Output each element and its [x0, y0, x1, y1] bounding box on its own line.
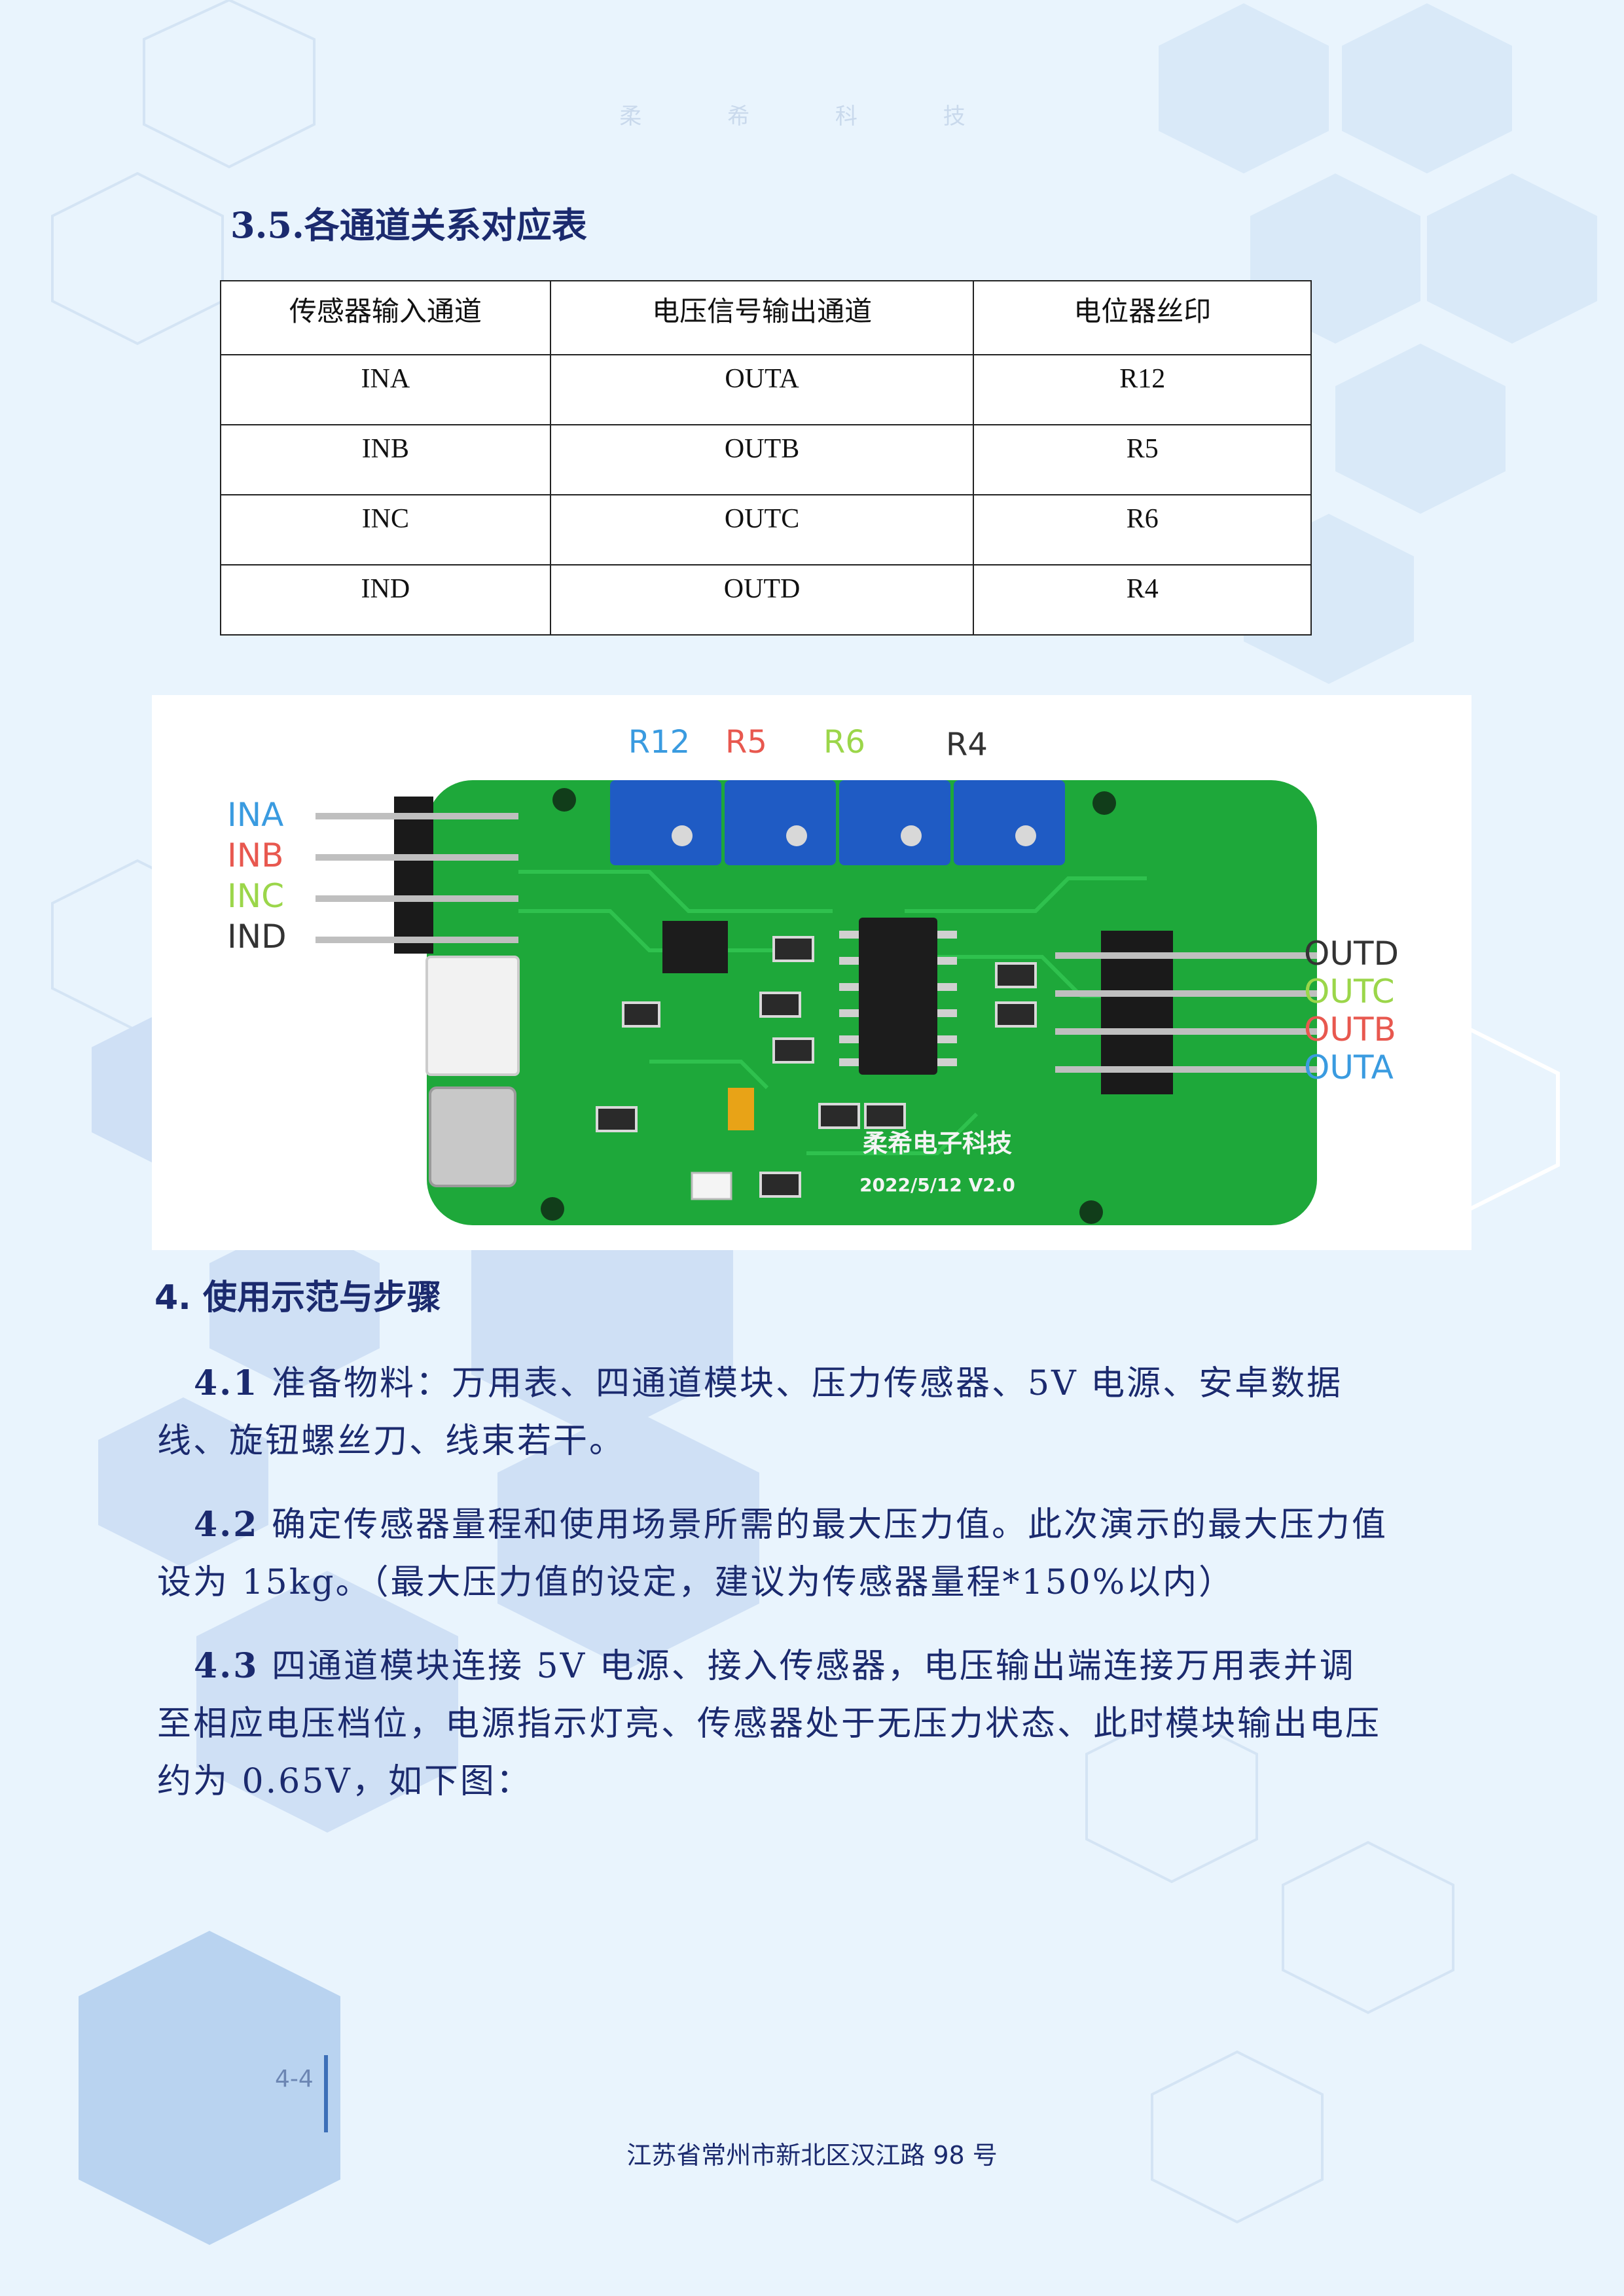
table-row: INA OUTA R12	[220, 354, 1312, 425]
pot-label-r12: R12	[628, 724, 690, 761]
table-row: IND OUTD R4	[220, 564, 1312, 636]
silk-version: 2022/5/12 V2.0	[859, 1174, 1015, 1196]
mounting-hole	[1092, 791, 1116, 815]
pot-label-r6: R6	[823, 724, 865, 761]
pcb-board-illustration: R12 R5 R6 R4 INA INB INC IND	[227, 724, 1399, 1225]
cell-input: INC	[220, 494, 551, 565]
input-label-ind: IND	[227, 918, 287, 956]
mounting-hole	[1079, 1200, 1103, 1224]
pcb-photo: R12 R5 R6 R4 INA INB INC IND	[152, 695, 1471, 1250]
step-number: 4.2	[194, 1505, 259, 1545]
header-output-channel: 电压信号输出通道	[549, 280, 975, 355]
silk-brand: 柔希电子科技	[863, 1129, 1012, 1158]
header-potentiometer: 电位器丝印	[973, 280, 1312, 355]
cell-pot: R5	[973, 424, 1312, 495]
step-4-2: 4.2 确定传感器量程和使用场景所需的最大压力值。此次演示的最大压力值设为 15…	[157, 1496, 1388, 1611]
page-number: 4-4	[275, 2066, 314, 2092]
output-label-outc: OUTC	[1304, 973, 1394, 1011]
input-label-inb: INB	[227, 836, 283, 874]
step-text: 确定传感器量程和使用场景所需的最大压力值。此次演示的最大压力值设为 15kg。（…	[157, 1505, 1388, 1602]
mounting-hole	[552, 788, 576, 812]
step-number: 4.1	[194, 1363, 259, 1403]
step-4-1: 4.1 准备物料：万用表、四通道模块、压力传感器、5V 电源、安卓数据线、旋钮螺…	[157, 1355, 1388, 1470]
cell-pot: R6	[973, 494, 1312, 565]
cell-output: OUTB	[549, 424, 975, 495]
page-number-bar	[324, 2055, 328, 2132]
voltage-regulator	[662, 921, 728, 973]
step-text: 四通道模块连接 5V 电源、接入传感器，电压输出端连接万用表并调至相应电压档位，…	[157, 1647, 1382, 1801]
ic-chip	[859, 918, 937, 1075]
mounting-hole	[541, 1197, 564, 1221]
output-label-outb: OUTB	[1304, 1011, 1396, 1049]
step-number: 4.3	[194, 1646, 259, 1686]
cell-input: INB	[220, 424, 551, 495]
cell-output: OUTC	[549, 494, 975, 565]
footer-address: 江苏省常州市新北区汉江路 98 号	[626, 2141, 998, 2170]
pot-label-r5: R5	[725, 724, 767, 761]
cell-output: OUTD	[549, 564, 975, 636]
table-header-row: 传感器输入通道 电压信号输出通道 电位器丝印	[220, 280, 1312, 355]
input-pin-header	[316, 797, 518, 954]
output-label-outd: OUTD	[1304, 935, 1399, 973]
output-pin-header	[1055, 931, 1317, 1094]
input-label-inc: INC	[227, 877, 284, 915]
cell-input: INA	[220, 354, 551, 425]
micro-usb-port	[429, 1086, 516, 1187]
header-input-channel: 传感器输入通道	[220, 280, 551, 355]
channel-mapping-table: 传感器输入通道 电压信号输出通道 电位器丝印 INA OUTA R12 INB …	[220, 280, 1312, 636]
led-indicator	[691, 1172, 732, 1200]
cell-pot: R4	[973, 564, 1312, 636]
potentiometer-group	[610, 780, 1065, 865]
cell-input: IND	[220, 564, 551, 636]
pot-label-r4: R4	[946, 726, 988, 763]
cell-pot: R12	[973, 354, 1312, 425]
output-label-outa: OUTA	[1304, 1049, 1394, 1086]
section-heading: 3.5.各通道关系对应表	[230, 204, 587, 246]
power-connector	[425, 956, 520, 1076]
table-row: INC OUTC R6	[220, 494, 1312, 565]
step-text: 准备物料：万用表、四通道模块、压力传感器、5V 电源、安卓数据线、旋钮螺丝刀、线…	[157, 1364, 1343, 1461]
header-watermark: 柔 希 科 技	[619, 103, 1005, 130]
input-label-ina: INA	[227, 796, 283, 834]
tantalum-capacitor	[728, 1088, 754, 1130]
section4-heading: 4. 使用示范与步骤	[154, 1278, 442, 1318]
table-row: INB OUTB R5	[220, 424, 1312, 495]
step-4-3: 4.3 四通道模块连接 5V 电源、接入传感器，电压输出端连接万用表并调至相应电…	[157, 1638, 1388, 1810]
cell-output: OUTA	[549, 354, 975, 425]
